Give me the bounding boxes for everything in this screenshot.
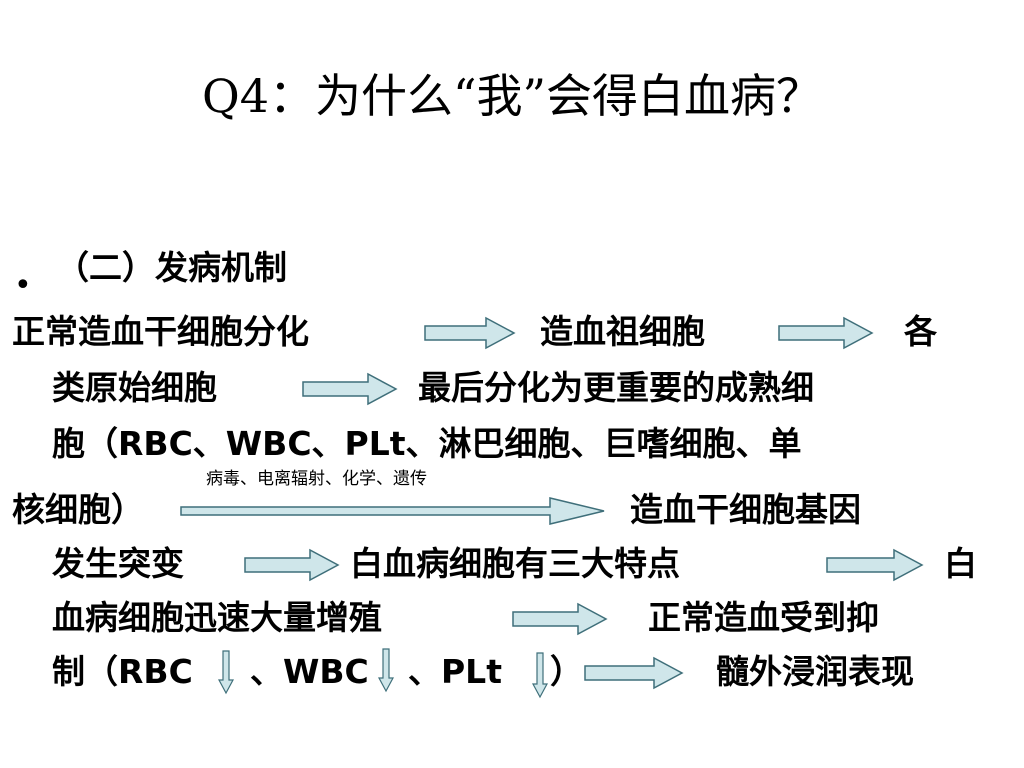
text-mutation: 发生突变 <box>52 544 184 583</box>
arrow-shape <box>180 497 605 525</box>
text-proliferation: 血病细胞迅速大量增殖 <box>52 598 382 637</box>
text-inhibition-rbc: 制（RBC <box>52 652 193 691</box>
right-arrow-icon <box>244 548 340 582</box>
arrow-shape <box>778 316 874 350</box>
arrow-shape <box>531 652 549 699</box>
right-arrow-icon <box>302 372 398 406</box>
right-arrow-icon <box>584 656 684 690</box>
arrow-shape <box>377 648 395 693</box>
cause-label: 病毒、电离辐射、化学、遗传 <box>206 469 427 489</box>
down-arrow-icon <box>531 652 549 699</box>
text-plt: 、PLt <box>408 652 502 691</box>
right-arrow-icon <box>778 316 874 350</box>
down-arrow-icon <box>217 650 235 695</box>
right-arrow-icon <box>826 548 924 582</box>
arrow-shape <box>512 602 608 636</box>
text-each: 各 <box>904 312 937 351</box>
text-white: 白 <box>944 544 977 583</box>
bullet-dot: • <box>14 268 32 303</box>
arrow-shape <box>217 650 235 695</box>
down-arrow-icon <box>377 648 395 693</box>
right-arrow-icon <box>512 602 608 636</box>
text-normal-hsc-differentiation: 正常造血干细胞分化 <box>12 312 309 351</box>
section-heading: （二）发病机制 <box>56 248 287 287</box>
arrow-shape <box>826 548 924 582</box>
text-three-features: 白血病细胞有三大特点 <box>350 544 680 583</box>
long-right-arrow-icon <box>180 497 605 525</box>
text-wbc: 、WBC <box>250 652 369 691</box>
text-close-paren: ） <box>550 652 583 691</box>
arrow-shape <box>244 548 340 582</box>
arrow-shape <box>424 316 516 350</box>
arrow-shape <box>302 372 398 406</box>
slide-title: Q4：为什么“我”会得白血病？ <box>201 69 822 123</box>
right-arrow-icon <box>424 316 516 350</box>
text-primitive-cells: 类原始细胞 <box>52 368 217 407</box>
text-monocytes: 核细胞） <box>12 490 144 529</box>
text-extramedullary: 髓外浸润表现 <box>716 652 914 691</box>
text-progenitor: 造血祖细胞 <box>540 312 705 351</box>
text-cell-list: 胞（RBC、WBC、PLt、淋巴细胞、巨嗜细胞、单 <box>52 424 802 463</box>
text-mature-cells: 最后分化为更重要的成熟细 <box>418 368 814 407</box>
text-normal-hematopoiesis: 正常造血受到抑 <box>648 598 879 637</box>
text-hsc-gene: 造血干细胞基因 <box>630 490 861 529</box>
arrow-shape <box>584 656 684 690</box>
